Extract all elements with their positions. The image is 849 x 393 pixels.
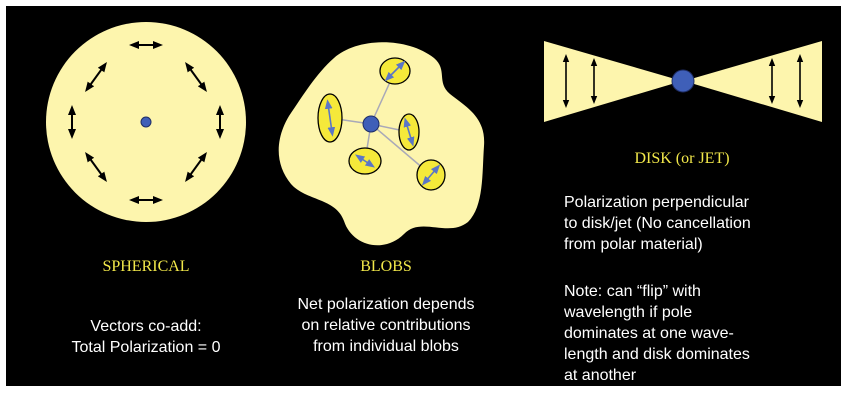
blobs-caption: Net polarization depends on relative con… bbox=[297, 294, 474, 357]
disk-caption-line: from polar material) bbox=[564, 234, 751, 255]
disk-note-line: length and disk dominates bbox=[564, 344, 750, 365]
blobs-source bbox=[363, 116, 379, 132]
spherical-caption-line: Vectors co-add: bbox=[72, 316, 221, 337]
slide: SPHERICAL Vectors co-add: Total Polariza… bbox=[6, 6, 841, 386]
blobs-caption-line: from individual blobs bbox=[297, 336, 474, 357]
disk-title: DISK (or JET) bbox=[634, 150, 729, 168]
spherical-title: SPHERICAL bbox=[102, 258, 189, 276]
blobs-caption-line: on relative contributions bbox=[297, 315, 474, 336]
disk-left-wedge bbox=[544, 41, 682, 122]
spherical-caption-line: Total Polarization = 0 bbox=[72, 337, 221, 358]
disk-caption: Polarization perpendicular to disk/jet (… bbox=[564, 192, 751, 255]
disk-note: Note: can “flip” with wavelength if pole… bbox=[564, 281, 750, 386]
disk-diagram bbox=[544, 41, 822, 122]
spherical-source bbox=[141, 117, 151, 127]
disk-note-line: dominates at one wave- bbox=[564, 323, 750, 344]
spherical-caption: Vectors co-add: Total Polarization = 0 bbox=[72, 316, 221, 358]
disk-note-line: at another bbox=[564, 365, 750, 386]
disk-caption-line: Polarization perpendicular bbox=[564, 192, 751, 213]
blobs-caption-line: Net polarization depends bbox=[297, 294, 474, 315]
disk-note-line: Note: can “flip” with bbox=[564, 281, 750, 302]
disk-source bbox=[672, 70, 694, 92]
disk-right-wedge bbox=[684, 41, 822, 122]
disk-note-line: wavelength if pole bbox=[564, 302, 750, 323]
disk-caption-line: to disk/jet (No cancellation bbox=[564, 213, 751, 234]
blobs-diagram bbox=[279, 42, 484, 245]
spherical-diagram bbox=[46, 22, 246, 222]
blobs-title: BLOBS bbox=[360, 258, 412, 276]
